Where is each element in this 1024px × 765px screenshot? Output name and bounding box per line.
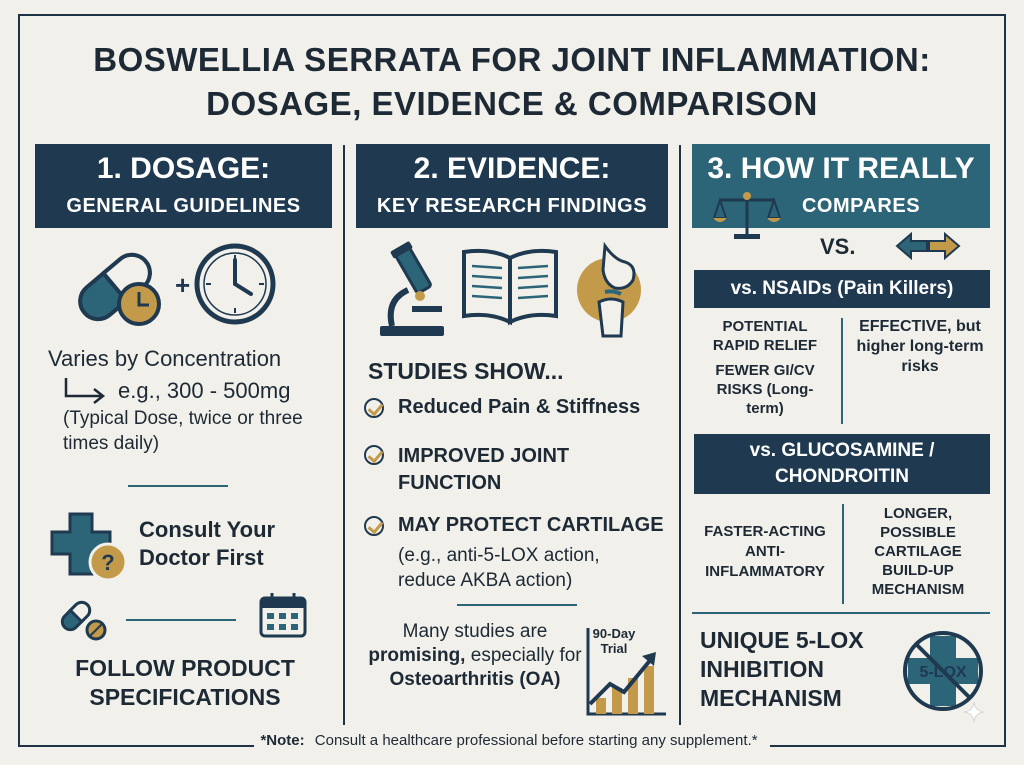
check-icon: [364, 398, 384, 418]
finding-joint-function: IMPROVED JOINT FUNCTION: [398, 445, 570, 494]
promising-post: especially for: [465, 645, 582, 666]
evidence-header: 2. EVIDENCE: KEY RESEARCH FINDINGS: [356, 144, 668, 228]
calendar-icon: [259, 593, 307, 638]
dosage-typical-text: (Typical Dose, twice or three times dail…: [63, 408, 303, 454]
title-line-2: DOSAGE, EVIDENCE & COMPARISON: [206, 85, 818, 122]
studies-show-heading: STUDIES SHOW...: [368, 358, 564, 384]
compare-subheading: COMPARES: [801, 195, 921, 217]
footnote-prefix: *Note:: [260, 732, 305, 749]
compare-divider: [692, 612, 990, 614]
consult-doctor-text: Consult Your Doctor First: [139, 517, 276, 570]
open-book-icon: [462, 248, 558, 326]
arrow-right-icon: [64, 378, 106, 404]
evidence-divider: [457, 604, 577, 606]
follow-specifications-text: FOLLOW PRODUCT SPECIFICATIONS: [75, 655, 295, 710]
compare-header: 3. HOW IT REALLY COMPARES: [692, 144, 990, 228]
lox-inhibition-icon: 5-LOX: [903, 631, 983, 711]
pills-icon: [60, 600, 107, 641]
glucosamine-left-text: FASTER-ACTING ANTI-INFLAMMATORY: [704, 523, 826, 580]
double-arrow-icon: [895, 232, 961, 260]
check-icon: [364, 445, 384, 465]
title-line-1: BOSWELLIA SERRATA FOR JOINT INFLAMMATION…: [93, 41, 931, 78]
osteoarthritis-text: Osteoarthritis (OA): [389, 669, 561, 690]
rising-chart-icon: [586, 628, 666, 716]
dosage-heading: 1. DOSAGE:: [96, 152, 271, 185]
check-icon: [364, 516, 384, 536]
glucosamine-bar: vs. GLUCOSAMINE / CHONDROITIN: [694, 434, 990, 494]
vs-label: VS.: [820, 234, 856, 259]
dosage-example-text: e.g., 300 - 500mg: [118, 378, 291, 403]
microscope-icon: [380, 241, 444, 336]
svg-text:?: ?: [101, 550, 114, 575]
nsaids-left-rapid-relief: POTENTIAL RAPID RELIEF: [712, 318, 818, 354]
unique-mechanism-text: UNIQUE 5-LOX INHIBITION MECHANISM: [700, 627, 864, 711]
finding-pain-stiffness: Reduced Pain & Stiffness: [398, 396, 641, 418]
column-divider-2: [679, 145, 681, 725]
capsule-clock-icon: +: [78, 243, 276, 326]
svg-text:+: +: [175, 270, 190, 300]
footnote-text: Consult a healthcare professional before…: [304, 732, 764, 749]
knee-joint-icon: [577, 241, 641, 338]
medical-cross-question-icon: ?: [50, 512, 128, 582]
column-divider-1: [343, 145, 345, 725]
glucosamine-divider: [842, 504, 844, 604]
promising-bold: promising,: [368, 645, 466, 666]
footnote-body: *Note: Consult a healthcare professional…: [254, 732, 770, 749]
nsaids-divider: [841, 318, 843, 424]
footnote: *Note: Consult a healthcare professional…: [0, 732, 1024, 749]
balance-scale-icon: [712, 192, 782, 239]
dosage-divider-1: [128, 485, 228, 487]
promising-text: Many studies are promising, especially f…: [365, 620, 585, 692]
evidence-subheading: KEY RESEARCH FINDINGS: [376, 195, 648, 217]
dosage-header: 1. DOSAGE: GENERAL GUIDELINES: [35, 144, 332, 228]
nsaids-left-fewer-risks: FEWER GI/CV RISKS (Long-term): [715, 362, 815, 417]
sparkle-icon: [963, 701, 985, 723]
dosage-subheading: GENERAL GUIDELINES: [66, 195, 301, 217]
promising-pre: Many studies are: [402, 621, 548, 642]
cartilage-note-text: (e.g., anti-5-LOX action, reduce AKBA ac…: [398, 545, 600, 591]
evidence-heading: 2. EVIDENCE:: [413, 152, 611, 185]
nsaids-right-text: EFFECTIVE, but higher long-term risks: [856, 318, 984, 375]
nsaids-bar: vs. NSAIDs (Pain Killers): [694, 270, 990, 308]
compare-heading: 3. HOW IT REALLY: [707, 152, 975, 185]
finding-protect-cartilage: MAY PROTECT CARTILAGE: [398, 514, 664, 536]
trial-label: 90-Day Trial: [592, 626, 636, 656]
glucosamine-right-text: LONGER, POSSIBLE CARTILAGE BUILD-UP MECH…: [871, 505, 965, 598]
page-title: BOSWELLIA SERRATA FOR JOINT INFLAMMATION…: [0, 38, 1024, 126]
dosage-divider-2: [126, 619, 236, 621]
dosage-varies-text: Varies by Concentration: [48, 346, 282, 371]
lox-label: 5-LOX: [919, 664, 966, 681]
